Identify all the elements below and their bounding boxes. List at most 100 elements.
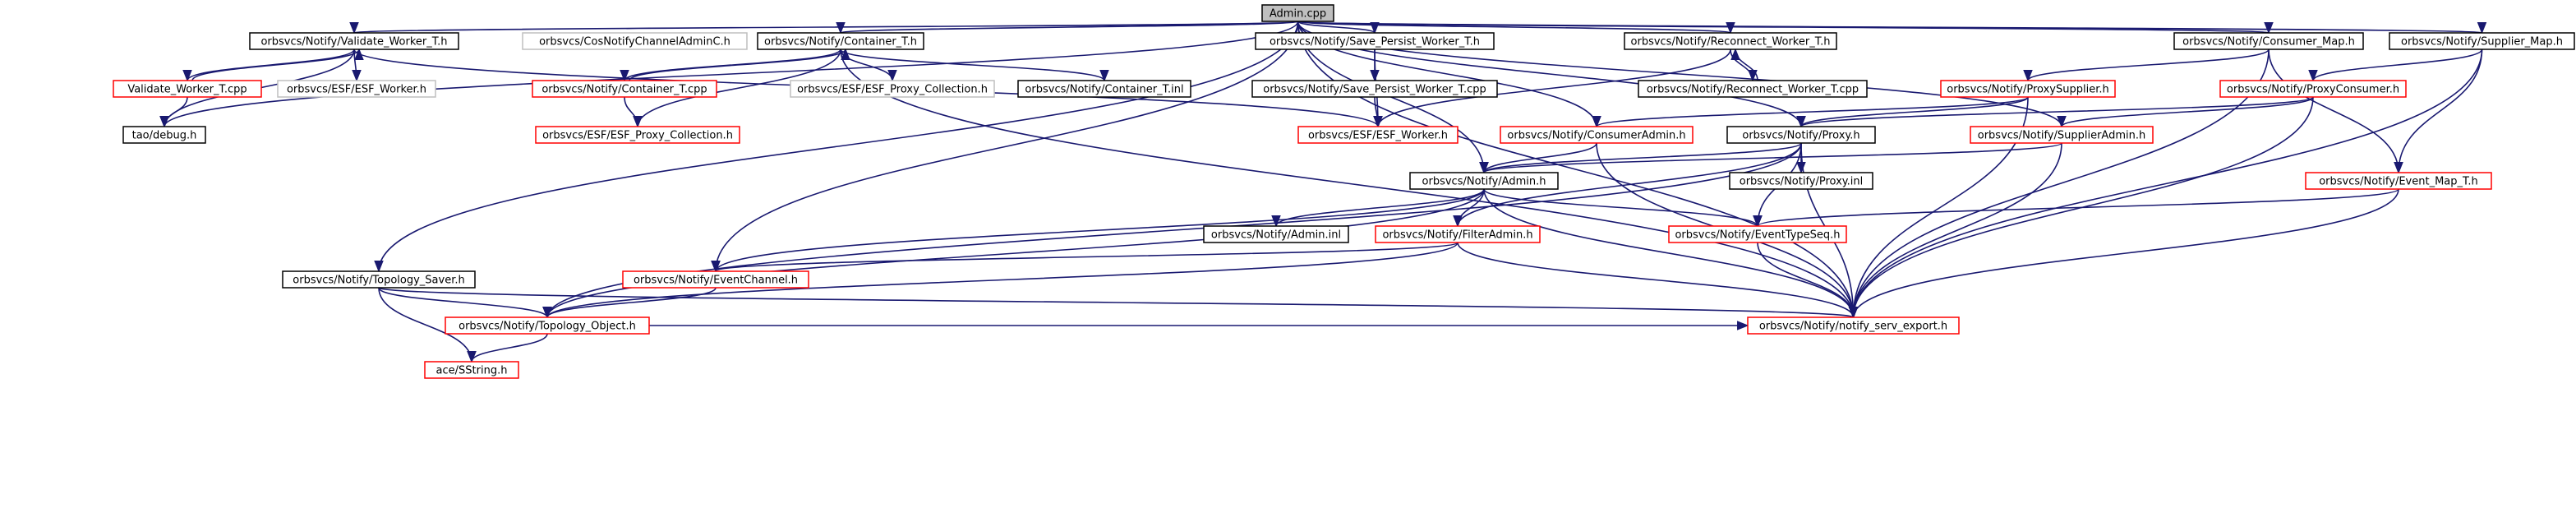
edge-proxy_h-to-topology_object_h xyxy=(542,142,1802,319)
edge-container_t_h-to-container_t_inl xyxy=(840,49,1109,82)
node-admin-inl[interactable]: orbsvcs/Notify/Admin.inl xyxy=(1203,225,1349,243)
node-label: ace/SString.h xyxy=(436,365,508,377)
node-box xyxy=(1970,126,2154,144)
edge-admin_cpp-to-event_channel_h xyxy=(711,21,1299,273)
node-label: orbsvcs/Notify/Container_T.h xyxy=(764,36,917,49)
node-proxy-supplier-h[interactable]: orbsvcs/Notify/ProxySupplier.h xyxy=(1940,80,2116,98)
node-box xyxy=(1940,80,2116,98)
edge-admin_h-to-notify_serv_export_h xyxy=(1483,188,1859,319)
edge-event_channel_h-to-topology_object_h xyxy=(542,287,717,319)
edge-consumer_map_h-to-notify_serv_export_h xyxy=(1848,49,2270,319)
node-box xyxy=(1729,172,1873,190)
node-label: orbsvcs/Notify/Event_Map_T.h xyxy=(2319,176,2478,188)
node-box xyxy=(790,80,995,98)
node-save-persist-worker-t-cpp[interactable]: orbsvcs/Notify/Save_Persist_Worker_T.cpp xyxy=(1251,80,1498,98)
edge-event_type_seq_h-to-notify_serv_export_h xyxy=(1757,242,1859,319)
edge-container_t_h-to-esf_proxy_collection_gray xyxy=(840,49,897,82)
node-label: orbsvcs/Notify/Proxy.h xyxy=(1742,130,1859,142)
node-label: orbsvcs/Notify/ProxyConsumer.h xyxy=(2227,84,2399,96)
edge-container_t_h-to-notify_serv_export_h xyxy=(840,49,1859,319)
edge-supplier_admin_h-to-notify_serv_export_h xyxy=(1848,142,2062,319)
node-proxy-consumer-h[interactable]: orbsvcs/Notify/ProxyConsumer.h xyxy=(2219,80,2407,98)
node-supplier-map-h[interactable]: orbsvcs/Notify/Supplier_Map.h xyxy=(2389,32,2575,50)
node-box xyxy=(1500,126,1694,144)
node-validate-worker-t-cpp[interactable]: Validate_Worker_T.cpp xyxy=(113,80,262,98)
node-label: orbsvcs/Notify/Validate_Worker_T.h xyxy=(260,36,447,49)
node-label: orbsvcs/Notify/notify_serv_export.h xyxy=(1759,321,1947,333)
node-container-t-h[interactable]: orbsvcs/Notify/Container_T.h xyxy=(757,32,924,50)
edge-proxy_supplier_h-to-proxy_h xyxy=(1796,96,2029,128)
node-label: orbsvcs/Notify/Reconnect_Worker_T.h xyxy=(1631,36,1831,49)
node-cosnotify-admin-c[interactable]: orbsvcs/CosNotifyChannelAdminC.h xyxy=(522,32,748,50)
node-topology-saver-h[interactable]: orbsvcs/Notify/Topology_Saver.h xyxy=(282,270,476,289)
node-save-persist-worker-t-h[interactable]: orbsvcs/Notify/Save_Persist_Worker_T.h xyxy=(1255,32,1495,50)
node-box xyxy=(1624,32,1837,50)
edge-admin_cpp-to-topology_saver_h xyxy=(374,21,1299,273)
node-label: orbsvcs/Notify/EventTypeSeq.h xyxy=(1675,229,1840,242)
node-esf-proxy-collection-gray[interactable]: orbsvcs/ESF/ESF_Proxy_Collection.h xyxy=(790,80,995,98)
edge-admin_cpp-to-notify_serv_export_h xyxy=(1297,21,1859,319)
node-box xyxy=(2173,32,2364,50)
edge-supplier_admin_h-to-admin_h xyxy=(1479,142,2062,174)
node-box xyxy=(1017,80,1191,98)
node-event-channel-h[interactable]: orbsvcs/Notify/EventChannel.h xyxy=(622,270,809,289)
node-label: Admin.cpp xyxy=(1270,8,1326,21)
node-container-t-cpp[interactable]: orbsvcs/Notify/Container_T.cpp xyxy=(532,80,717,98)
node-esf-worker-h-red[interactable]: orbsvcs/ESF/ESF_Worker.h xyxy=(1297,126,1459,144)
node-filter-admin-h[interactable]: orbsvcs/Notify/FilterAdmin.h xyxy=(1375,225,1541,243)
node-reconnect-worker-t-cpp[interactable]: orbsvcs/Notify/Reconnect_Worker_T.cpp xyxy=(1638,80,1868,98)
node-box xyxy=(1375,225,1541,243)
edge-topology_saver_h-to-topology_object_h xyxy=(378,287,552,319)
edge-validate_worker_t_cpp-to-validate_worker_t_h xyxy=(191,48,364,81)
node-box xyxy=(1668,225,1847,243)
edge-validate_worker_t_h-to-esf_worker_h_gray xyxy=(352,49,362,82)
node-box xyxy=(1255,32,1495,50)
node-box xyxy=(424,361,519,379)
node-label: orbsvcs/ESF/ESF_Proxy_Collection.h xyxy=(542,130,733,142)
node-event-type-seq-h[interactable]: orbsvcs/Notify/EventTypeSeq.h xyxy=(1668,225,1847,243)
node-box xyxy=(1251,80,1498,98)
node-label: orbsvcs/ESF/ESF_Worker.h xyxy=(287,84,426,96)
node-box xyxy=(445,316,650,335)
node-box xyxy=(249,32,459,50)
node-esf-worker-h-gray[interactable]: orbsvcs/ESF/ESF_Worker.h xyxy=(277,80,436,98)
node-notify-serv-export-h[interactable]: orbsvcs/Notify/notify_serv_export.h xyxy=(1747,316,1960,335)
node-event-map-t-h[interactable]: orbsvcs/Notify/Event_Map_T.h xyxy=(2305,172,2492,190)
node-label: orbsvcs/Notify/Reconnect_Worker_T.cpp xyxy=(1647,84,1859,96)
node-label: Validate_Worker_T.cpp xyxy=(127,84,247,96)
node-esf-proxy-collection-red[interactable]: orbsvcs/ESF/ESF_Proxy_Collection.h xyxy=(535,126,740,144)
node-topology-object-h[interactable]: orbsvcs/Notify/Topology_Object.h xyxy=(445,316,650,335)
node-box xyxy=(1726,126,1876,144)
node-tao-debug-h[interactable]: tao/debug.h xyxy=(122,126,206,144)
node-supplier-admin-h[interactable]: orbsvcs/Notify/SupplierAdmin.h xyxy=(1970,126,2154,144)
node-validate-worker-t-h[interactable]: orbsvcs/Notify/Validate_Worker_T.h xyxy=(249,32,459,50)
node-box xyxy=(1297,126,1459,144)
node-label: orbsvcs/ESF/ESF_Proxy_Collection.h xyxy=(797,84,988,96)
node-box xyxy=(1409,172,1559,190)
node-box xyxy=(113,80,262,98)
edge-consumer_map_h-to-event_map_t_h xyxy=(2268,49,2403,174)
node-consumer-admin-h[interactable]: orbsvcs/Notify/ConsumerAdmin.h xyxy=(1500,126,1694,144)
node-consumer-map-h[interactable]: orbsvcs/Notify/Consumer_Map.h xyxy=(2173,32,2364,50)
edge-container_t_h-to-esf_proxy_collection_red xyxy=(633,49,841,128)
node-ace-sstring-h[interactable]: ace/SString.h xyxy=(424,361,519,379)
node-reconnect-worker-t-h[interactable]: orbsvcs/Notify/Reconnect_Worker_T.h xyxy=(1624,32,1837,50)
node-admin-cpp[interactable]: Admin.cpp xyxy=(1261,4,1334,22)
node-container-t-inl[interactable]: orbsvcs/Notify/Container_T.inl xyxy=(1017,80,1191,98)
edge-reconnect_worker_t_h-to-reconnect_worker_t_cpp xyxy=(1730,49,1758,82)
edge-container_t_cpp-to-esf_proxy_collection_red xyxy=(624,96,643,128)
edge-proxy_h-to-admin_h xyxy=(1479,142,1802,174)
node-box xyxy=(122,126,206,144)
edge-supplier_map_h-to-event_map_t_h xyxy=(2394,49,2483,174)
node-box xyxy=(2389,32,2575,50)
node-label: orbsvcs/CosNotifyChannelAdminC.h xyxy=(539,36,730,49)
node-box xyxy=(277,80,436,98)
node-proxy-inl[interactable]: orbsvcs/Notify/Proxy.inl xyxy=(1729,172,1873,190)
node-label: orbsvcs/Notify/Admin.inl xyxy=(1211,229,1341,242)
node-proxy-h[interactable]: orbsvcs/Notify/Proxy.h xyxy=(1726,126,1876,144)
node-admin-h[interactable]: orbsvcs/Notify/Admin.h xyxy=(1409,172,1559,190)
node-label: orbsvcs/Notify/Container_T.cpp xyxy=(541,84,707,96)
node-box xyxy=(282,270,476,289)
edge-reconnect_worker_t_cpp-to-reconnect_worker_t_h xyxy=(1730,48,1758,81)
node-label: orbsvcs/ESF/ESF_Worker.h xyxy=(1308,130,1448,142)
